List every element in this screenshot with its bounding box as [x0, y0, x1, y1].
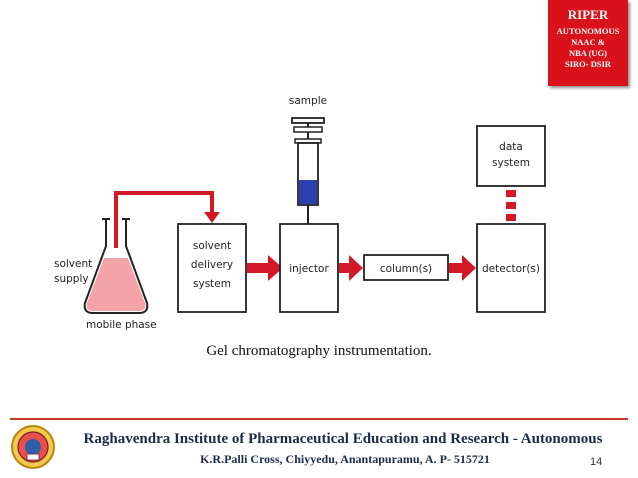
footer-divider: [10, 418, 628, 420]
data-system-label-1: data: [499, 141, 523, 153]
column-label: column(s): [380, 263, 432, 275]
sample-fill: [299, 180, 317, 204]
accreditation-badge: RIPER AUTONOMOUS NAAC & NBA (UG) SIRO- D…: [548, 0, 628, 86]
institute-name: Raghavendra Institute of Pharmaceutical …: [83, 431, 603, 447]
data-system-label-2: system: [492, 157, 530, 169]
injector-label: injector: [289, 263, 329, 275]
solvent-delivery-label-1: solvent: [193, 240, 231, 252]
injector-box: [279, 223, 339, 313]
signal-connector-1: [506, 190, 516, 197]
mobile-phase-label: mobile phase: [86, 319, 157, 331]
figure-caption: Gel chromatography instrumentation.: [206, 343, 432, 359]
badge-title: RIPER: [567, 7, 609, 22]
badge-line-nba: NBA (UG): [568, 48, 607, 58]
institute-logo: [11, 425, 55, 469]
detector-box: [476, 223, 546, 313]
supply-tube: [114, 191, 214, 248]
supply-arrowhead: [204, 212, 220, 223]
solvent-delivery-label-3: system: [193, 278, 231, 290]
flask-icon: [83, 220, 149, 314]
arrow-injector-to-column: [339, 255, 363, 281]
solvent-supply-label-2: supply: [54, 273, 89, 285]
badge-line-autonomous: AUTONOMOUS: [556, 26, 620, 36]
solvent-supply-label-1: solvent: [54, 258, 92, 270]
arrow-column-to-detector: [449, 255, 476, 281]
data-system-box: [476, 125, 546, 187]
solvent-delivery-box: [177, 223, 247, 313]
badge-line-naac: NAAC &: [571, 37, 605, 47]
badge-line-siro: SIRO- DSIR: [564, 59, 612, 69]
chromatography-diagram: solvent supply mobile phase solvent deli…: [54, 95, 546, 331]
syringe-icon: [291, 117, 325, 224]
arrow-delivery-to-injector: [247, 255, 283, 281]
signal-connector-3: [506, 214, 516, 221]
sample-label: sample: [289, 95, 327, 107]
flask-liquid: [86, 258, 146, 311]
solvent-delivery-label-2: delivery: [191, 259, 233, 271]
page-number: 14: [590, 456, 603, 468]
detector-label: detector(s): [482, 263, 540, 275]
column-box: [363, 254, 449, 281]
signal-connector-2: [506, 202, 516, 209]
institute-address: K.R.Palli Cross, Chiyyedu, Anantapuramu,…: [200, 452, 490, 466]
